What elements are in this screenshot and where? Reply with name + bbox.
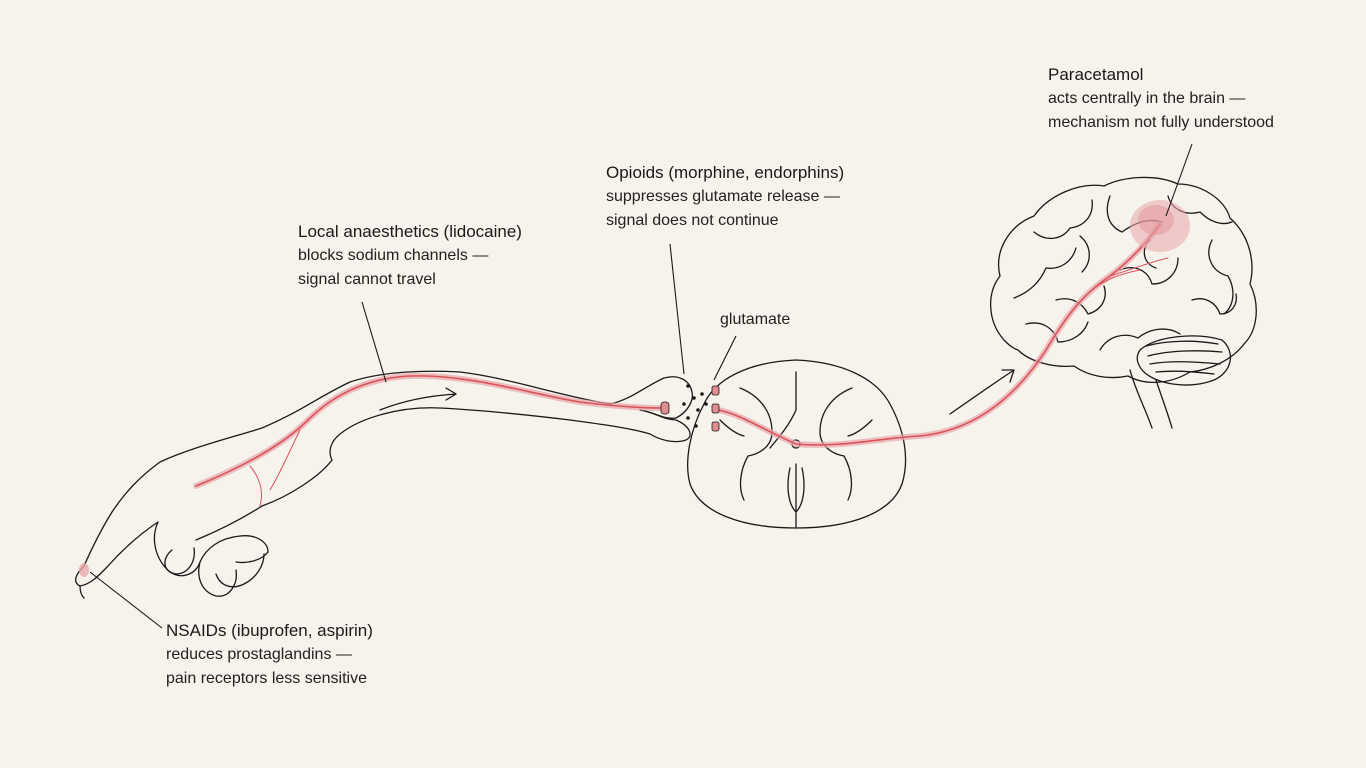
arrow-icon	[949, 369, 1015, 415]
paracetamol-annotation: Paracetamol acts centrally in the brain …	[1048, 66, 1274, 139]
local-anaesthetics-line-1: blocks sodium channels —	[298, 247, 489, 264]
hand-illustration	[74, 370, 694, 599]
brain-highlight	[1130, 200, 1190, 252]
opioids-line-2: signal does not continue	[606, 212, 779, 229]
leader-lines	[89, 143, 1193, 629]
local-anaesthetics-annotation: Local anaesthetics (lidocaine) blocks so…	[298, 223, 522, 296]
opioids-line-1: suppresses glutamate release —	[606, 188, 840, 205]
opioids-annotation: Opioids (morphine, endorphins) suppresse…	[606, 164, 844, 237]
glutamate-molecules	[682, 384, 708, 428]
nsaids-line-1: reduces prostaglandins —	[166, 646, 352, 663]
local-anaesthetics-line-2: signal cannot travel	[298, 271, 436, 288]
nsaids-title: NSAIDs (ibuprofen, aspirin)	[166, 621, 373, 640]
nsaids-annotation: NSAIDs (ibuprofen, aspirin) reduces pros…	[166, 622, 373, 695]
opioids-title: Opioids (morphine, endorphins)	[606, 163, 845, 182]
arrow-icon	[379, 387, 457, 411]
brain-illustration	[989, 176, 1257, 429]
nsaids-line-2: pain receptors less sensitive	[166, 670, 367, 687]
glutamate-label: glutamate	[720, 311, 791, 328]
local-anaesthetics-title: Local anaesthetics (lidocaine)	[298, 222, 522, 241]
paracetamol-title: Paracetamol	[1048, 65, 1144, 84]
paracetamol-line-1: acts centrally in the brain —	[1048, 90, 1246, 107]
synapse-receptors	[660, 385, 720, 432]
pain-signal-path	[193, 221, 1169, 507]
fingertip-pain-marker	[79, 563, 89, 577]
paracetamol-line-2: mechanism not fully understood	[1048, 114, 1274, 131]
spinal-cord-illustration	[687, 359, 907, 529]
